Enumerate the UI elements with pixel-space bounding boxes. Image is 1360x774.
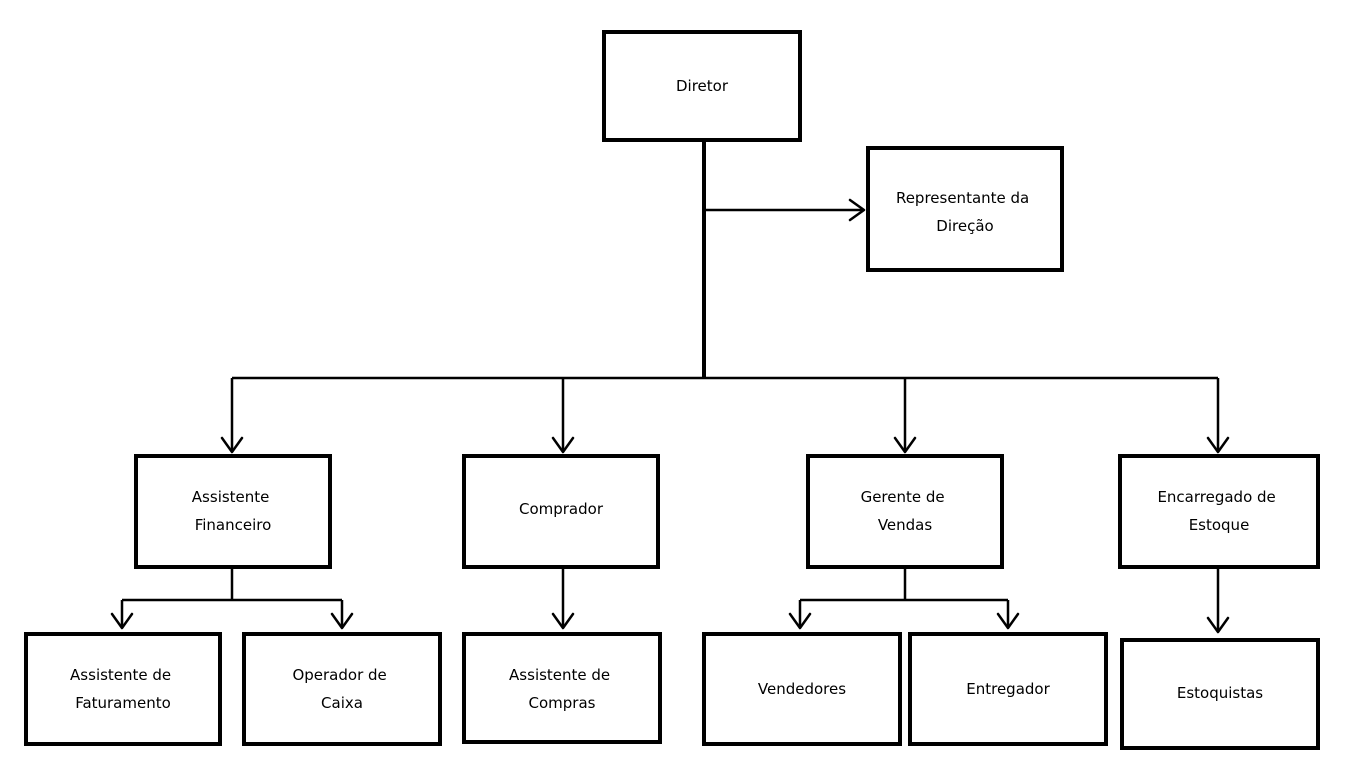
node-assistente-faturamento-label: Assistente de Faturamento [70,666,176,712]
arrowhead-representante [848,198,866,222]
node-comprador-label: Comprador [519,500,604,518]
connectors [110,140,1230,634]
node-assistente-compras: Assistente de Compras [462,632,662,744]
arrowhead-assistente-financeiro [220,436,244,454]
arrowhead-faturamento [110,612,134,630]
node-assistente-financeiro-label: Assistente Financeiro [192,488,274,534]
node-operador-caixa: Operador de Caixa [242,632,442,746]
arrowhead-encarregado-estoque [1206,436,1230,454]
node-operador-caixa-label: Operador de Caixa [292,666,391,712]
node-estoquistas-label: Estoquistas [1177,684,1263,702]
connector-vendas-children [798,567,1010,628]
node-entregador: Entregador [908,632,1108,746]
node-representante-label: Representante da Direção [896,189,1034,235]
node-comprador: Comprador [462,454,660,569]
arrowhead-comprador [551,436,575,454]
node-assistente-faturamento: Assistente de Faturamento [24,632,222,746]
node-encarregado-estoque-label: Encarregado de Estoque [1157,488,1280,534]
node-gerente-vendas-label: Gerente de Vendas [861,488,950,534]
arrowhead-caixa [330,612,354,630]
node-gerente-vendas: Gerente de Vendas [806,454,1004,569]
node-diretor-label: Diretor [676,77,729,95]
arrowhead-vendedores [788,612,812,630]
node-vendedores-label: Vendedores [758,680,846,698]
node-assistente-financeiro: Assistente Financeiro [134,454,332,569]
node-encarregado-estoque: Encarregado de Estoque [1118,454,1320,569]
arrowhead-estoquistas [1206,616,1230,634]
node-diretor: Diretor [602,30,802,142]
arrowhead-gerente-vendas [893,436,917,454]
node-assistente-compras-label: Assistente de Compras [509,666,615,712]
node-vendedores: Vendedores [702,632,902,746]
arrowhead-compras [551,612,575,630]
node-estoquistas: Estoquistas [1120,638,1320,750]
connector-financeiro-children [120,567,344,628]
node-entregador-label: Entregador [966,680,1050,698]
arrowhead-entregador [996,612,1020,630]
node-representante: Representante da Direção [866,146,1064,272]
